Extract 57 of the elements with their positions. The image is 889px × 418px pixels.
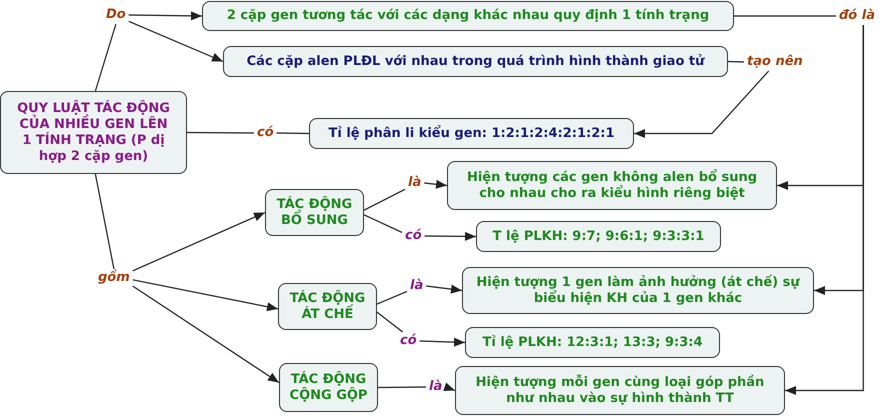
connector-line bbox=[94, 24, 116, 92]
linking-phrase: gồm bbox=[95, 269, 133, 287]
concept-text: Các cặp alen PLĐL với nhau trong quá trình hình thành giao tử bbox=[246, 54, 704, 70]
concept-text: Hiện tượng mỗi gen cùng loại góp phần như nhau vào sự hình thành TT bbox=[474, 374, 766, 406]
linking-phrase: là bbox=[426, 378, 446, 396]
linking-phrase: đó là bbox=[836, 7, 878, 25]
concept-text: Tỉ lệ phân li kiểu gen: 1:2:1:2:4:2:1:2:1 bbox=[328, 126, 614, 142]
connector-line bbox=[364, 214, 402, 233]
concept-box bbox=[309, 118, 634, 149]
concept-box bbox=[447, 161, 777, 210]
arrow bbox=[426, 284, 462, 294]
concept-box bbox=[265, 189, 364, 236]
arrow bbox=[420, 338, 466, 347]
arrow bbox=[785, 25, 864, 395]
connector-line bbox=[378, 386, 426, 388]
arrow bbox=[132, 212, 266, 272]
connector-line bbox=[364, 188, 406, 211]
concept-text: TÁC ĐỘNG BỔ SUNG bbox=[276, 196, 354, 228]
arrow bbox=[424, 232, 476, 241]
linking-phrase: có bbox=[402, 227, 425, 245]
connector-line bbox=[187, 132, 254, 134]
connector-line bbox=[376, 290, 408, 305]
arrow bbox=[128, 20, 224, 62]
main-topic-box bbox=[0, 91, 187, 174]
connector-line bbox=[276, 132, 310, 134]
connector-line bbox=[728, 60, 744, 63]
concept-text: Hiện tượng các gen không alen bổ sung cho nhau cho ra kiểu hình riêng biệt bbox=[466, 170, 758, 202]
linking-phrase: có bbox=[397, 332, 420, 350]
concept-text: Tỉ lệ PLKH: 12:3:1; 13:3; 9:3:4 bbox=[482, 334, 703, 350]
linking-phrase: là bbox=[407, 277, 426, 295]
concept-box bbox=[462, 267, 814, 314]
arrow bbox=[634, 70, 770, 138]
arrow bbox=[132, 286, 280, 384]
concept-box bbox=[278, 283, 377, 330]
connector-line bbox=[734, 15, 836, 17]
main-topic-text: QUY LUẬT TÁC ĐỘNG CỦA NHIỀU GEN LÊN 1 TÍNH TRẠNG (P dị hợp 2 cặp gen) bbox=[16, 100, 171, 164]
arrow bbox=[128, 11, 202, 20]
connector-line bbox=[376, 312, 404, 332]
concept-box bbox=[223, 46, 728, 77]
arrow bbox=[132, 279, 278, 312]
concept-box bbox=[455, 366, 785, 415]
concept-box bbox=[202, 1, 734, 31]
connector-line bbox=[94, 174, 114, 270]
concept-text: Hiện tượng 1 gen làm ảnh hưởng (át chế) sự biểu hiện KH của 1 gen khác bbox=[475, 274, 801, 306]
linking-phrase: là bbox=[405, 174, 424, 192]
concept-box bbox=[476, 221, 721, 252]
linking-phrase: tạo nên bbox=[744, 53, 806, 71]
concept-text: 2 cặp gen tương tác với các dạng khác nhau quy định 1 tính trạng bbox=[226, 8, 710, 24]
concept-box bbox=[465, 327, 720, 358]
concept-box bbox=[279, 363, 378, 412]
linking-phrase: có bbox=[254, 124, 277, 142]
linking-phrase: Do bbox=[103, 6, 129, 24]
concept-text: T lệ PLKH: 9:7; 9:6:1; 9:3:3:1 bbox=[492, 228, 704, 244]
concept-text: TÁC ĐỘNG ÁT CHẾ bbox=[288, 290, 366, 322]
arrow bbox=[443, 382, 456, 392]
concept-text: TÁC ĐỘNG CỘNG GỘP bbox=[288, 372, 368, 404]
arrow bbox=[424, 180, 448, 189]
